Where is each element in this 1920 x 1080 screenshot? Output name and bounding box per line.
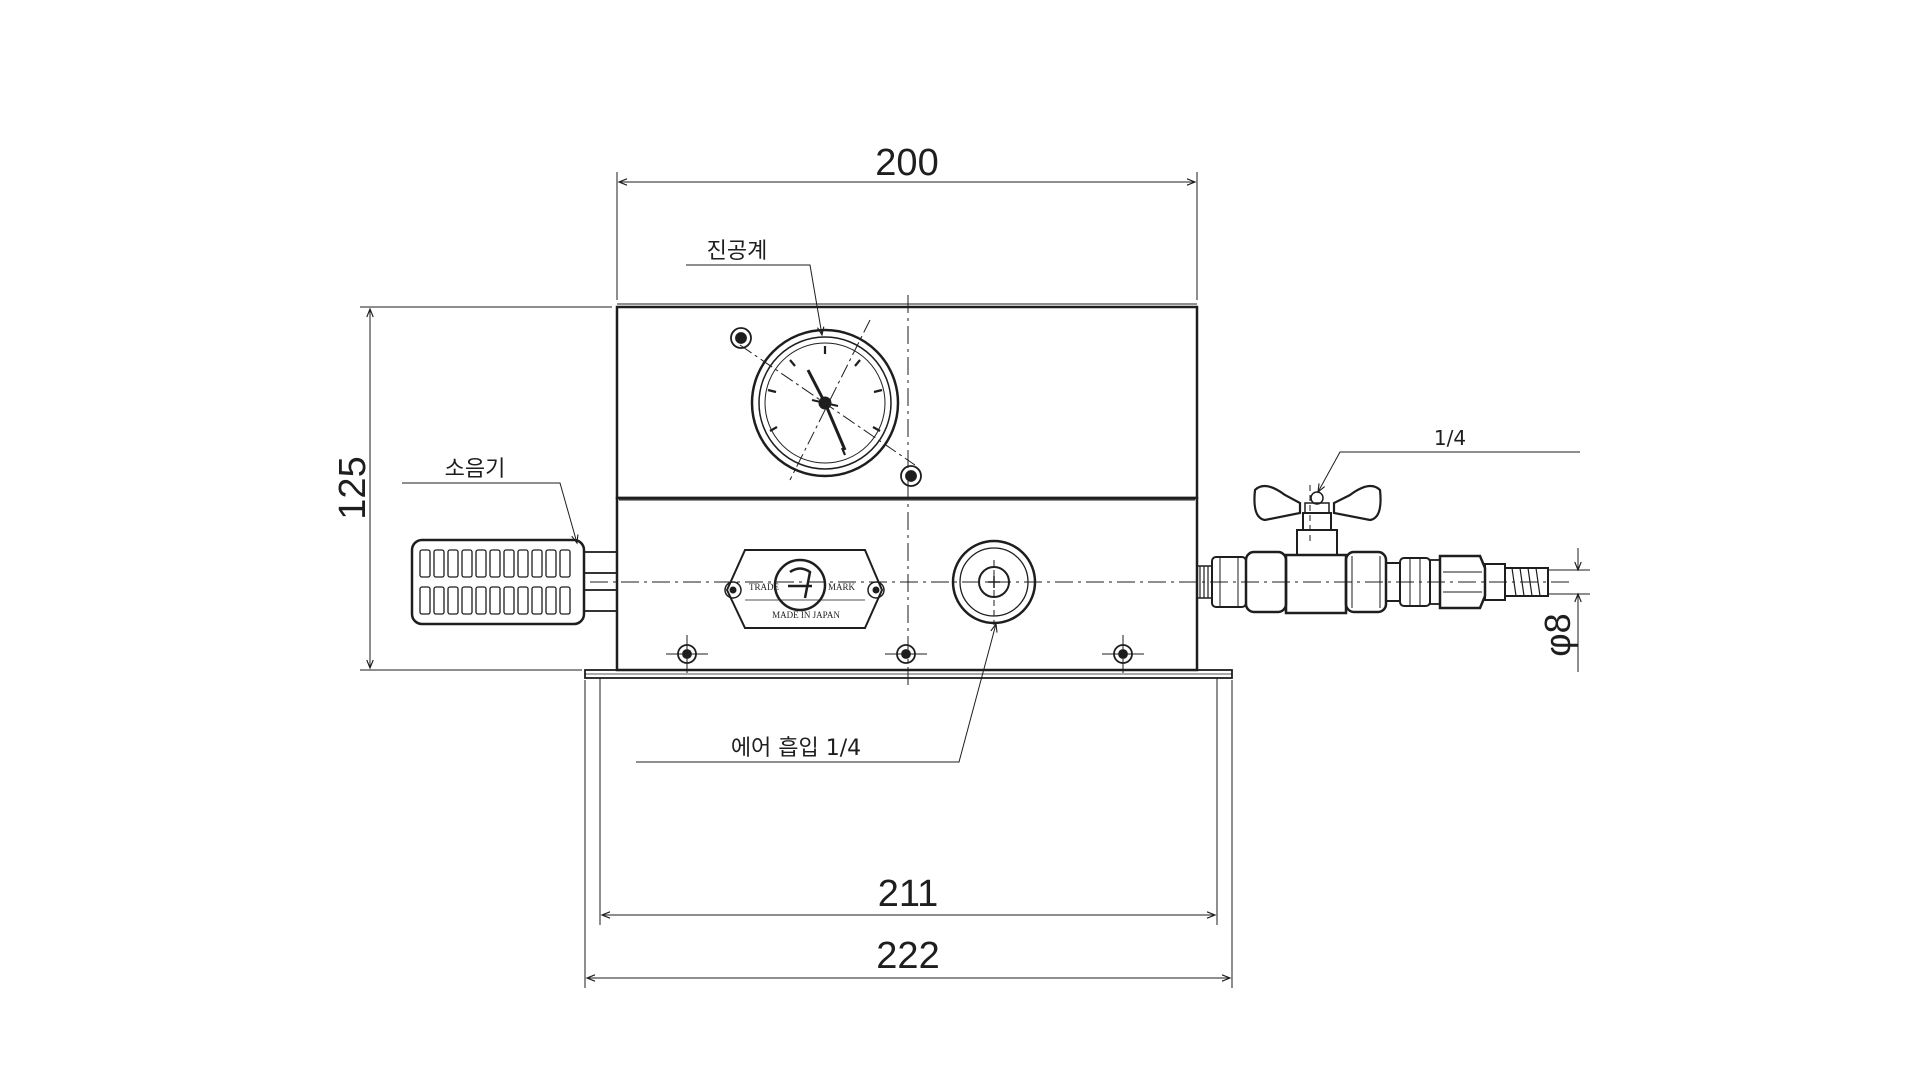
nameplate-bottom-text: MADE IN JAPAN [772,610,840,620]
nameplate [724,549,885,629]
gauge-screws [730,327,922,487]
logo-mark-icon [773,558,827,612]
leader-valve-port [1317,451,1580,494]
label-valve-port: 1/4 [1434,426,1466,450]
leader-vacuum-gauge [686,264,825,337]
leader-lines [402,264,1580,763]
dim-222-text: 222 [876,935,939,977]
dimension-lines [360,172,1590,988]
body-screws [666,635,1144,673]
leader-air-intake [636,622,998,763]
ball-valve-assembly [1196,484,1549,615]
centerlines [590,295,1570,690]
silencer [410,538,618,626]
nameplate-left-text: TRADE [749,582,779,592]
dim-125-text: 125 [332,456,374,519]
nameplate-right-text: MARK [828,582,856,592]
leader-silencer [402,482,579,545]
valve-handle [1253,484,1302,522]
dim-211-text: 211 [878,873,939,915]
upper-housing [615,305,1199,500]
dim-phi8-text: φ8 [1537,613,1578,656]
label-silencer: 소음기 [445,457,506,482]
label-vacuum-gauge: 진공계 [707,239,768,264]
vacuum-gauge [739,319,916,481]
label-air-intake: 에어 흡입 1/4 [731,736,861,761]
dim-200-text: 200 [875,142,938,184]
